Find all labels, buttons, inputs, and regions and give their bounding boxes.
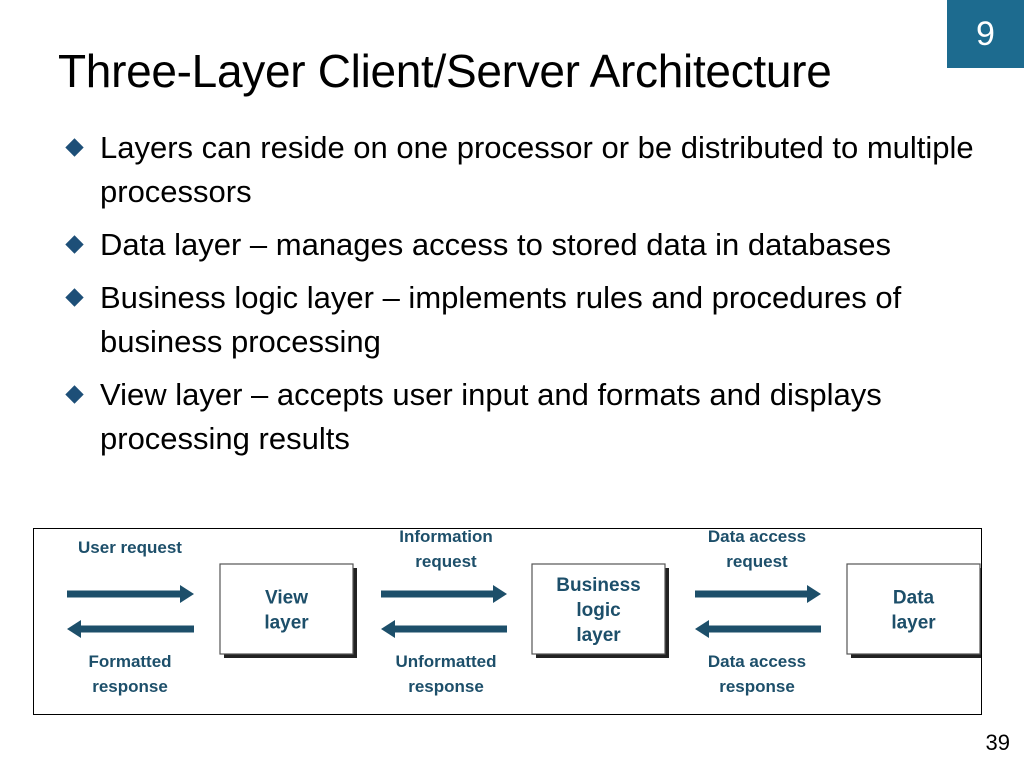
layer-box-label: logic	[576, 600, 621, 621]
bullet-list: Layers can reside on one processor or be…	[62, 126, 982, 470]
page-number: 39	[985, 730, 1010, 755]
layer-box-label: Business	[556, 575, 640, 596]
layer-box-label: Data	[893, 588, 935, 609]
flow-response-label: response	[719, 677, 795, 696]
flow-request-label: Information	[399, 529, 493, 546]
architecture-diagram: View layer Business logic layer Data layer User…	[33, 528, 982, 715]
flow-request-label: request	[415, 552, 477, 571]
bullet-text: Data layer – manages access to stored da…	[100, 227, 891, 262]
diamond-bullet-icon	[65, 385, 84, 404]
bullet-text: View layer – accepts user input and form…	[100, 377, 882, 456]
bullet-text: Layers can reside on one processor or be…	[100, 130, 974, 209]
chapter-badge: 9	[947, 0, 1024, 68]
response-arrow	[381, 620, 507, 638]
bullet-item: Layers can reside on one processor or be…	[62, 126, 982, 214]
layer-box-label: View	[265, 588, 308, 609]
bullet-item: View layer – accepts user input and form…	[62, 373, 982, 461]
request-arrow	[695, 585, 821, 603]
layer-box-label: layer	[891, 613, 936, 634]
bullet-item: Data layer – manages access to stored da…	[62, 223, 982, 267]
response-arrow	[67, 620, 194, 638]
layer-box	[531, 563, 666, 655]
response-arrow	[695, 620, 821, 638]
flow-response-label: Data access	[708, 652, 806, 671]
layer-box	[219, 563, 354, 655]
diamond-bullet-icon	[65, 288, 84, 307]
layer-box-label: layer	[264, 613, 309, 634]
flow-response-label: Formatted	[88, 652, 171, 671]
diamond-bullet-icon	[65, 138, 84, 157]
flow-request-label: request	[726, 552, 788, 571]
layer-box	[846, 563, 981, 655]
layer-box-label: layer	[576, 625, 621, 646]
request-arrow	[67, 585, 194, 603]
flow-request-label: Data access	[708, 529, 806, 546]
flow-request-label: User request	[78, 538, 182, 557]
architecture-diagram-svg: View layer Business logic layer Data layer User…	[67, 529, 981, 696]
request-arrow	[381, 585, 507, 603]
slide-title: Three-Layer Client/Server Architecture	[58, 45, 832, 97]
flow-response-label: response	[408, 677, 484, 696]
flow-response-label: response	[92, 677, 168, 696]
flow-response-label: Unformatted	[395, 652, 496, 671]
bullet-item: Business logic layer – implements rules …	[62, 276, 982, 364]
bullet-text: Business logic layer – implements rules …	[100, 280, 902, 359]
diamond-bullet-icon	[65, 235, 84, 254]
chapter-number: 9	[976, 14, 995, 53]
